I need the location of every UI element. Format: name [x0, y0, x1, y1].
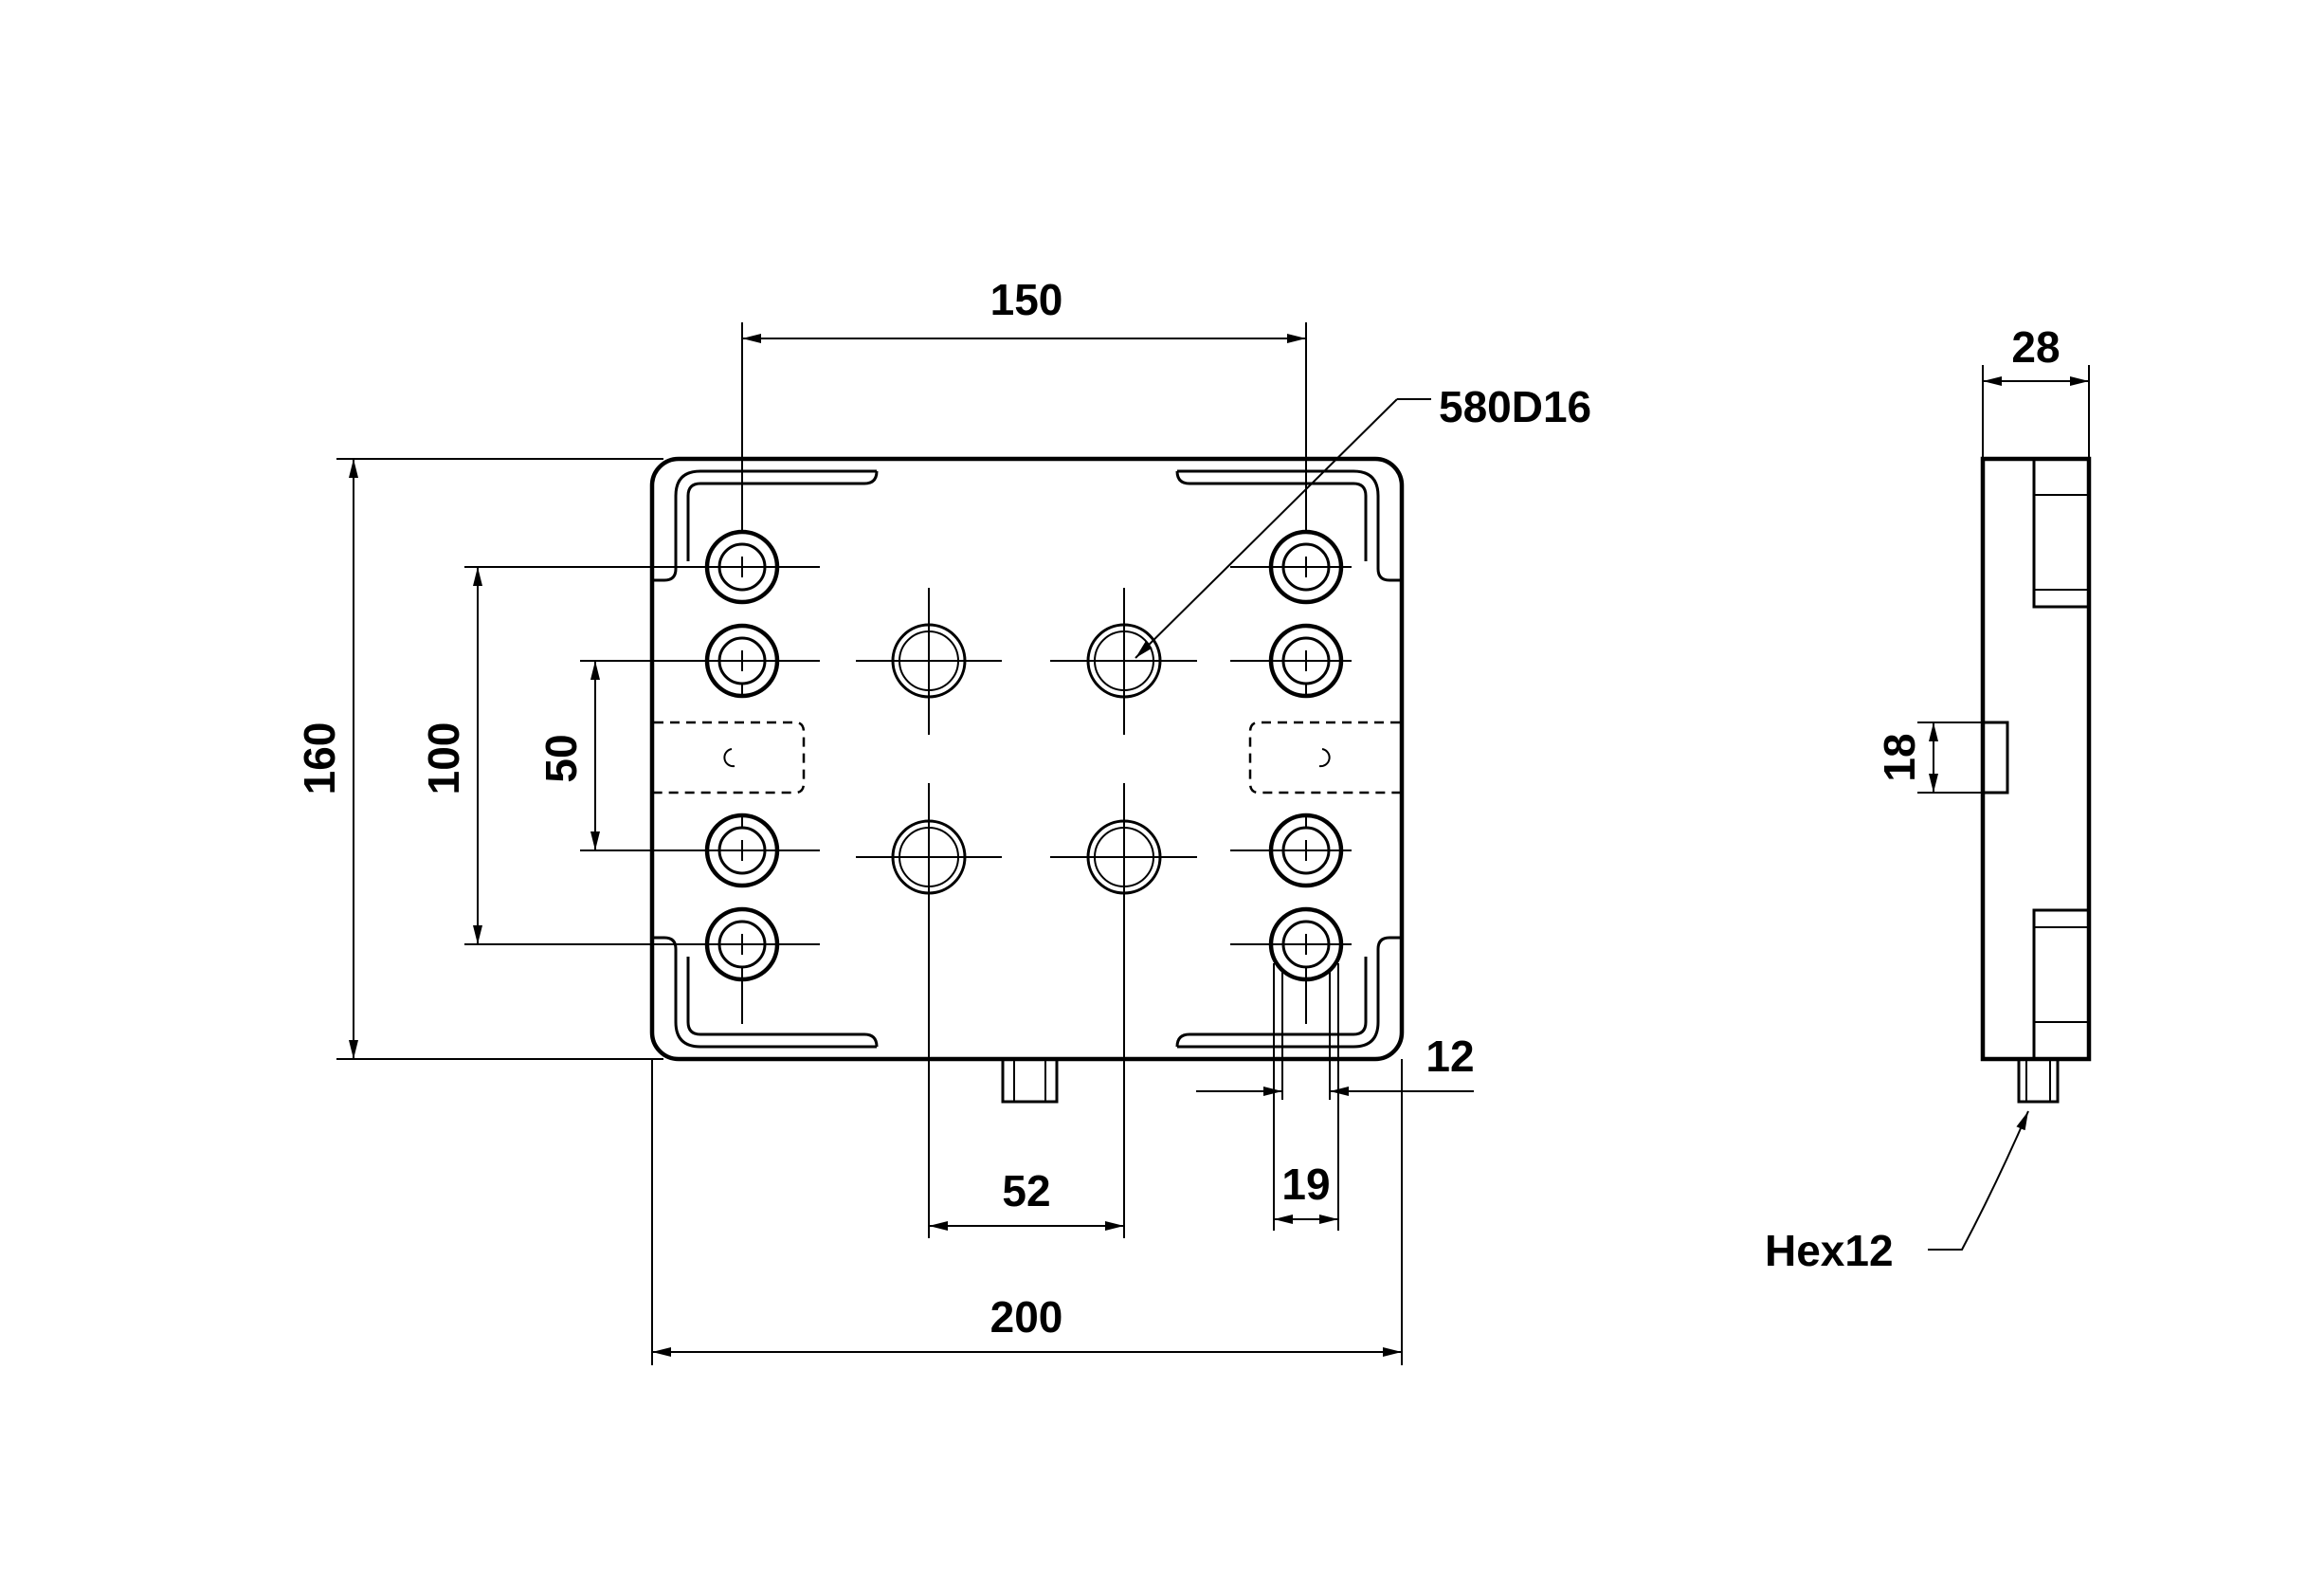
dim-19-label: 19	[1281, 1160, 1330, 1209]
slot-left-hidden	[654, 721, 806, 795]
slot-left-mark	[723, 748, 735, 768]
dim-18-label: 18	[1875, 733, 1924, 781]
counterbored-holes	[704, 529, 1344, 982]
dim-12-label: 12	[1425, 1032, 1474, 1081]
dim-100-label: 100	[419, 722, 468, 795]
corner-pocket-bl	[654, 936, 877, 1049]
slot-right-hidden	[1248, 721, 1400, 795]
dim-52-label: 52	[1002, 1166, 1050, 1215]
side-pocket-top	[2032, 457, 2091, 609]
dim-28-label: 28	[2011, 322, 2060, 372]
side-outline	[1980, 456, 2092, 1062]
side-dimension-lines	[1917, 365, 2090, 1251]
plate-front-view	[649, 456, 1405, 1104]
dim-50-label: 50	[536, 734, 586, 782]
side-pocket-bottom	[2032, 908, 2091, 1061]
plate-side-view	[1980, 456, 2092, 1104]
dim-200-label: 200	[990, 1292, 1063, 1342]
center-holes	[891, 623, 1162, 895]
part-number-label: 580D16	[1439, 382, 1591, 431]
corner-pocket-tr	[1177, 469, 1400, 582]
dimension-lines	[336, 322, 1474, 1365]
slot-right-mark	[1318, 748, 1331, 768]
corner-pocket-tl	[654, 469, 877, 582]
hex-drive-label: Hex12	[1765, 1226, 1894, 1275]
side-slot	[1981, 721, 2009, 795]
center-marks	[693, 557, 1352, 1024]
dim-150-label: 150	[990, 275, 1063, 324]
dim-160-label: 160	[295, 722, 344, 795]
hex-drive-side	[2017, 1057, 2060, 1104]
corner-pocket-br	[1177, 936, 1400, 1049]
hex-drive-front	[1001, 1057, 1059, 1104]
